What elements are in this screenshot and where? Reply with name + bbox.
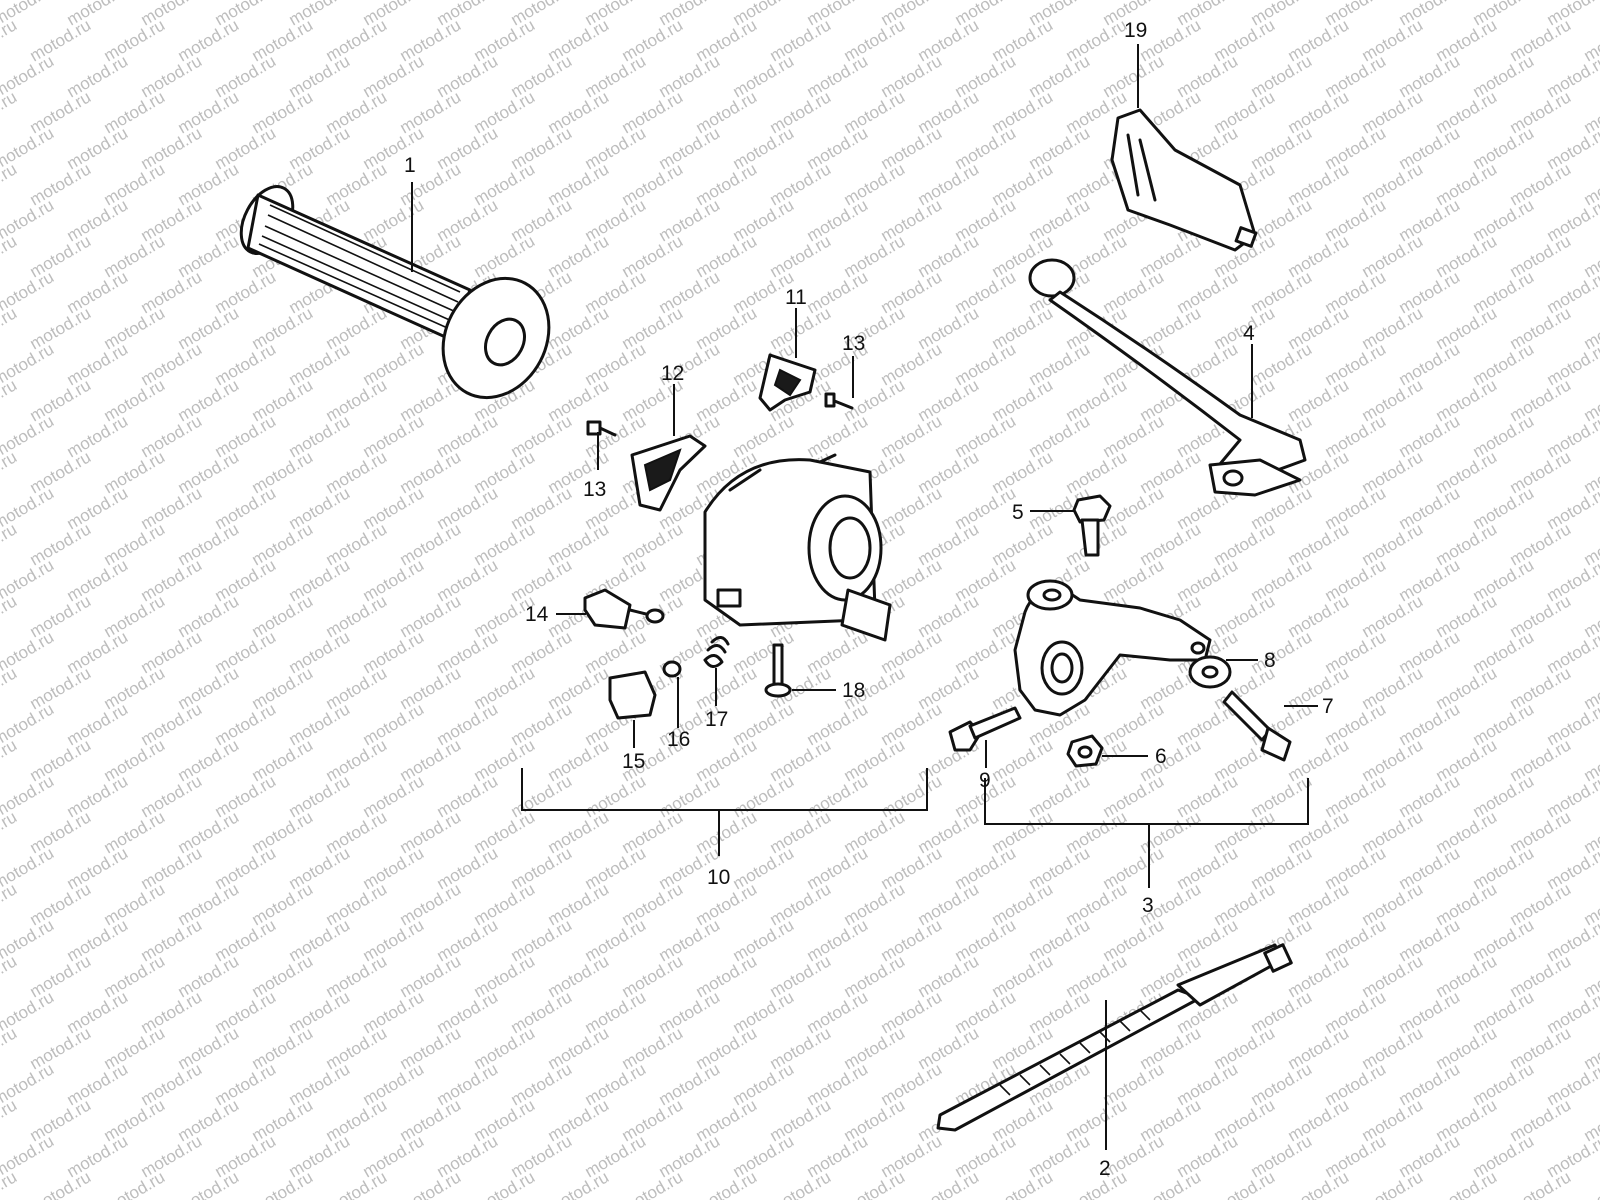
watermark-text: motod.ru bbox=[1507, 1167, 1575, 1200]
callout-9: 9 bbox=[979, 769, 991, 792]
watermark-text: motod.ru bbox=[0, 1023, 20, 1073]
watermark-text: motod.ru bbox=[249, 1167, 317, 1200]
watermark-text: motod.ru bbox=[0, 1095, 20, 1145]
part-12-switch-knob bbox=[630, 434, 707, 512]
watermark-text: motod.ru bbox=[1433, 1167, 1501, 1200]
callout-13-left: 13 bbox=[583, 478, 606, 501]
part-11-switch-knob bbox=[758, 353, 817, 412]
part-15-button-cap bbox=[608, 670, 657, 720]
watermark-text: motod.ru bbox=[0, 303, 20, 353]
part-10-switch-housing bbox=[703, 453, 892, 642]
watermark-text: motod.ru bbox=[0, 735, 20, 785]
callout-12: 12 bbox=[661, 362, 684, 385]
watermark-text: motod.ru bbox=[0, 1167, 20, 1200]
part-19-lever-boot bbox=[1110, 108, 1258, 252]
part-14-clip bbox=[583, 588, 665, 630]
watermark-text: motod.ru bbox=[1211, 1167, 1279, 1200]
watermark-text: motod.ru bbox=[989, 1167, 1057, 1200]
group-bracket-3 bbox=[984, 778, 1309, 888]
part-4-clutch-lever bbox=[1028, 258, 1307, 497]
watermark-text: motod.ru bbox=[0, 879, 20, 929]
watermark-text: motod.ru bbox=[175, 1167, 243, 1200]
callout-18: 18 bbox=[842, 679, 865, 702]
callout-19: 19 bbox=[1124, 19, 1147, 42]
callout-1: 1 bbox=[404, 154, 416, 177]
watermark-text: motod.ru bbox=[1137, 1167, 1205, 1200]
part-18-screw bbox=[764, 643, 792, 698]
callout-8: 8 bbox=[1264, 649, 1276, 672]
part-2-cable-tie bbox=[936, 943, 1293, 1132]
watermark-text: motod.ru bbox=[1359, 1167, 1427, 1200]
callout-10: 10 bbox=[707, 866, 730, 889]
watermark-text: motod.ru bbox=[0, 159, 20, 209]
watermark-text: motod.ru bbox=[545, 1167, 613, 1200]
watermark-text: motod.ru bbox=[0, 519, 20, 569]
part-16-ball bbox=[662, 660, 682, 678]
watermark-text: motod.ru bbox=[693, 1167, 761, 1200]
part-13-screw-right bbox=[824, 392, 854, 410]
watermark-text: motod.ru bbox=[0, 807, 20, 857]
part-7-adjuster-bolt bbox=[1222, 690, 1292, 762]
callout-5: 5 bbox=[1012, 501, 1024, 524]
watermark-text: motod.ru bbox=[0, 87, 20, 137]
watermark-text: motod.ru bbox=[915, 1167, 983, 1200]
group-bracket-10 bbox=[521, 768, 928, 856]
callout-4: 4 bbox=[1243, 322, 1255, 345]
watermark-text: motod.ru bbox=[1581, 1167, 1600, 1200]
watermark-text: motod.ru bbox=[0, 375, 20, 425]
watermark-text: motod.ru bbox=[323, 1167, 391, 1200]
watermark-text: motod.ru bbox=[619, 1167, 687, 1200]
callout-7: 7 bbox=[1322, 695, 1334, 718]
leader-lines bbox=[411, 44, 1318, 1150]
callout-6: 6 bbox=[1155, 745, 1167, 768]
callout-numbers: 1 2 3 4 5 6 7 8 9 10 11 12 13 13 14 15 1… bbox=[404, 19, 1334, 1180]
watermark-text: motod.ru bbox=[0, 951, 20, 1001]
watermark-text: motod.ru bbox=[0, 15, 20, 65]
part-6-nut bbox=[1066, 734, 1104, 768]
callout-15: 15 bbox=[622, 750, 645, 773]
watermark-text: motod.ru bbox=[0, 663, 20, 713]
watermark-text: motod.ru bbox=[0, 447, 20, 497]
watermark-text: motod.ru bbox=[471, 1167, 539, 1200]
part-13-screw-left bbox=[586, 420, 617, 437]
callout-3: 3 bbox=[1142, 894, 1154, 917]
callout-16: 16 bbox=[667, 728, 690, 751]
callout-17: 17 bbox=[705, 708, 728, 731]
part-1-handlebar-grip bbox=[239, 185, 551, 400]
part-8-nut bbox=[1188, 655, 1232, 689]
callout-14: 14 bbox=[525, 603, 549, 626]
part-3-lever-bracket bbox=[1013, 579, 1212, 717]
part-17-spring bbox=[703, 636, 730, 668]
watermark-text: motod.ru bbox=[1063, 1167, 1131, 1200]
watermark-text: motod.ru bbox=[0, 591, 20, 641]
part-9-bolt bbox=[948, 706, 1022, 752]
callout-2: 2 bbox=[1099, 1157, 1111, 1180]
watermark-text: motod.ru bbox=[767, 1167, 835, 1200]
callout-13-right: 13 bbox=[842, 332, 865, 355]
watermark-text: motod.ru bbox=[27, 1167, 95, 1200]
watermark-text: motod.ru bbox=[0, 231, 20, 281]
callout-11: 11 bbox=[785, 286, 807, 309]
watermark-text: motod.ru bbox=[1285, 1167, 1353, 1200]
watermark-text: motod.ru bbox=[397, 1167, 465, 1200]
watermark-text: motod.ru bbox=[101, 1167, 169, 1200]
watermark-text: motod.ru bbox=[841, 1167, 909, 1200]
